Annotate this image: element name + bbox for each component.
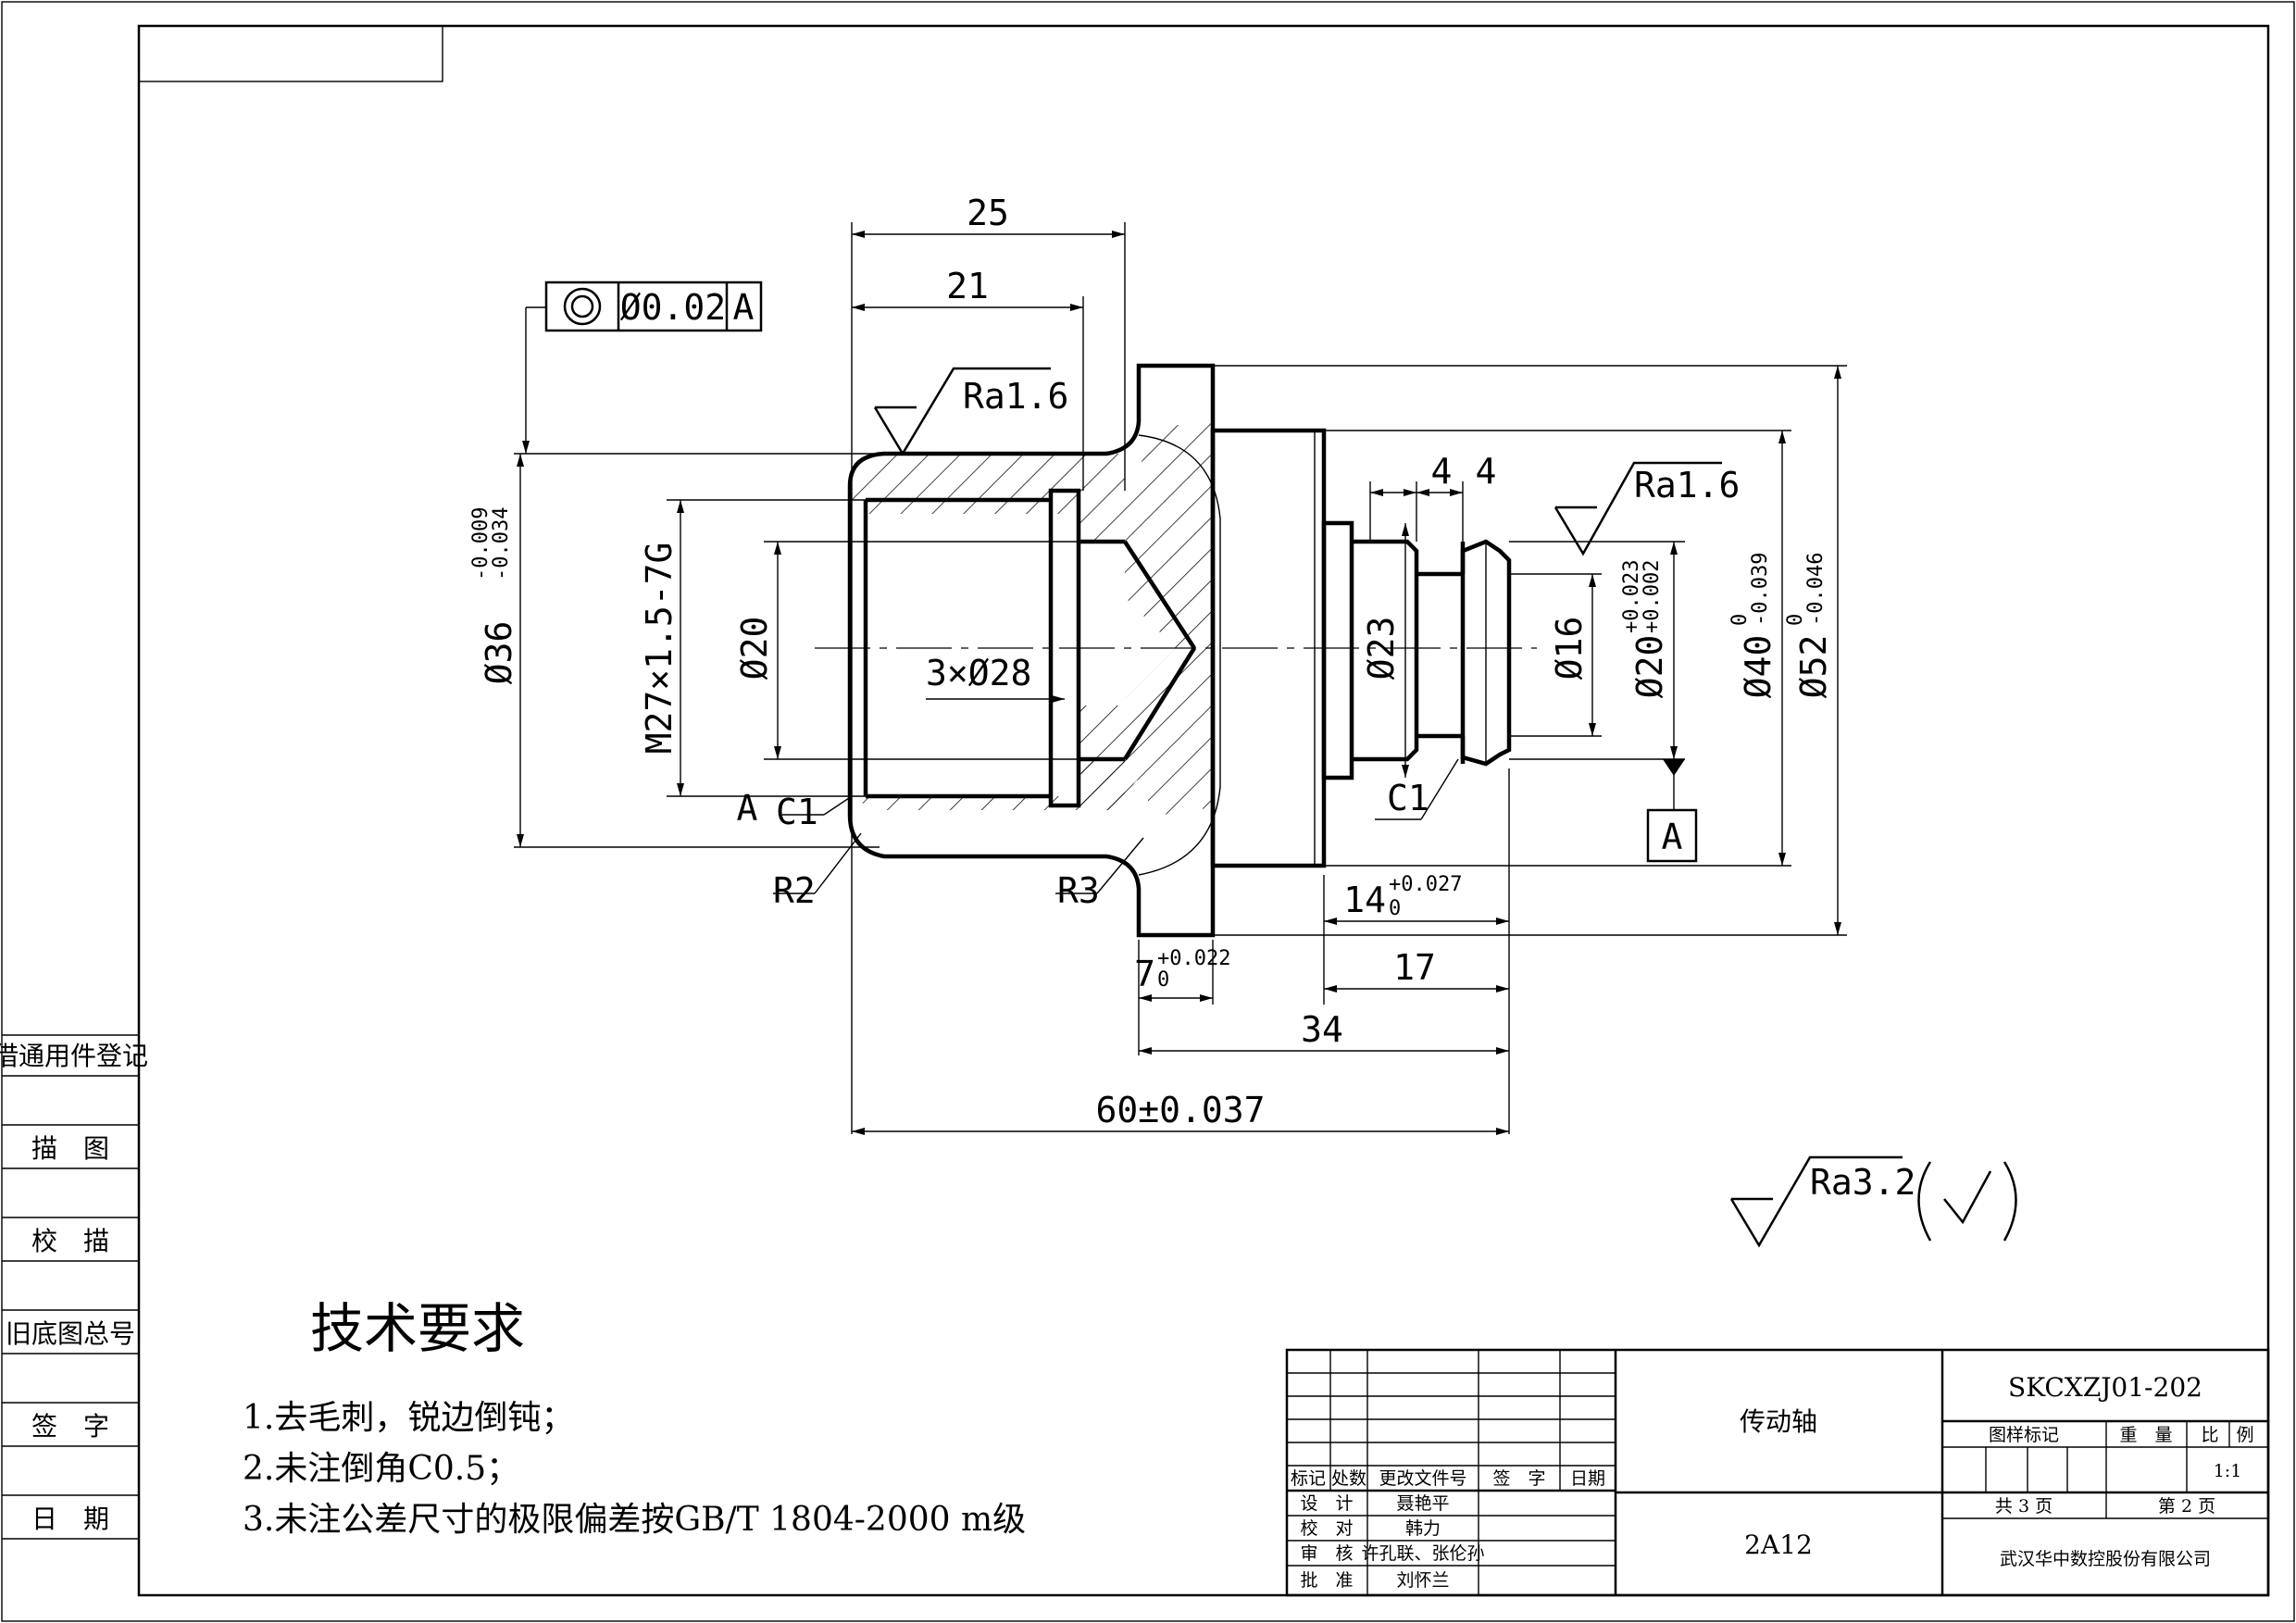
header-count: 处数	[1331, 1468, 1366, 1489]
dim-phi36-lower: -0.034	[490, 507, 513, 581]
dimension-texts: 25 21 4 4 17 34 60±0.037 14 +0.027 0 7 +…	[469, 193, 1915, 1203]
roughness-icon-right	[1554, 461, 1722, 556]
dim-34: 34	[1301, 1009, 1343, 1050]
role-approve: 批 准	[1300, 1570, 1353, 1591]
dim-phi20-bore: Ø20	[734, 617, 775, 680]
name-design: 聂艳平	[1396, 1493, 1449, 1514]
hatch-hub	[1079, 407, 1214, 829]
dim-17: 17	[1393, 947, 1436, 988]
side-panel: 借通用件登记 描 图 校 描 旧底图总号 签 字 日 期	[0, 1034, 148, 1540]
roughness-icon-left	[873, 367, 1051, 456]
side-label-date: 日 期	[31, 1504, 109, 1534]
tech-requirements: 技术要求 1.去毛刺，锐边倒钝； 2.未注倒角C0.5； 3.未注公差尺寸的极限…	[243, 1297, 1026, 1539]
tolerance-frame	[544, 281, 763, 332]
dim-phi23: Ø23	[1361, 617, 1402, 680]
dim-phi20: Ø20	[1629, 635, 1670, 699]
roughness-general: Ra3.2	[1810, 1162, 1915, 1203]
col-drawing-mark: 图样标记	[1989, 1425, 2059, 1445]
dim-thread: M27×1.5-7G	[639, 543, 680, 755]
header-change-doc: 更改文件号	[1379, 1468, 1466, 1489]
roughness-check-icon	[1943, 1170, 1992, 1225]
name-approve: 刘怀兰	[1396, 1570, 1449, 1591]
role-proofread: 校 对	[1300, 1518, 1353, 1539]
side-label-signature: 签 字	[31, 1411, 109, 1442]
side-label-check: 校 描	[31, 1226, 109, 1256]
shaft-end	[1460, 539, 1512, 767]
total-pages: 共 3 页	[1995, 1496, 2053, 1517]
col-weight: 重 量	[2119, 1425, 2172, 1445]
name-review: 许孔联、张伦孙	[1361, 1543, 1484, 1564]
scale-value: 1:1	[2214, 1461, 2242, 1481]
dim-phi40: Ø40	[1738, 635, 1778, 699]
tech-item-3: 3.未注公差尺寸的极限偏差按GB/T 1804-2000 m级	[243, 1501, 1026, 1539]
page-number: 第 2 页	[2158, 1496, 2215, 1517]
header-signature: 签 字	[1492, 1468, 1545, 1489]
dim-phi40-upper: 0	[1728, 614, 1752, 626]
dim-4b: 4	[1476, 451, 1497, 492]
side-label-trace: 描 图	[31, 1133, 109, 1164]
shaft-d20	[1352, 539, 1419, 762]
dim-14: 14	[1343, 880, 1386, 920]
dim-phi16: Ø16	[1549, 617, 1590, 680]
label-r2: R2	[773, 870, 816, 911]
dim-phi20-lower: +0.002	[1641, 560, 1664, 633]
title-block: 标记 处数 更改文件号 签 字 日期 设 计 聂艳平 校 对 韩力 审 核 许孔…	[1285, 1348, 2270, 1597]
datum-triangle	[1663, 759, 1685, 776]
part-name: 传动轴	[1740, 1406, 1817, 1437]
roughness-right: Ra1.6	[1634, 465, 1740, 506]
dim-25: 25	[967, 193, 1009, 233]
dim-7: 7	[1134, 954, 1155, 994]
part-section	[815, 363, 1537, 938]
header-mark: 标记	[1291, 1468, 1326, 1489]
dim-thread-relief: 3×Ø28	[926, 653, 1031, 693]
material: 2A12	[1744, 1529, 1813, 1560]
header-date: 日期	[1570, 1468, 1605, 1489]
top-left-corner-box	[138, 25, 443, 82]
dim-phi36-upper: -0.009	[469, 507, 493, 581]
dim-60: 60±0.037	[1095, 1090, 1265, 1130]
dim-phi20-upper: +0.023	[1620, 560, 1643, 633]
dim-21: 21	[946, 266, 989, 306]
tech-item-2: 2.未注倒角C0.5；	[243, 1450, 519, 1488]
label-c1-left: C1	[776, 792, 818, 832]
role-design: 设 计	[1300, 1493, 1353, 1514]
dim-phi52-lower: -0.046	[1804, 553, 1828, 626]
dim-phi36: Ø36	[479, 621, 519, 685]
dim-14-upper: +0.027	[1389, 873, 1462, 896]
role-review: 审 核	[1300, 1543, 1353, 1564]
tech-item-1: 1.去毛刺，锐边倒钝；	[243, 1399, 574, 1437]
dim-7-upper: +0.022	[1157, 947, 1230, 970]
part-left-outline	[847, 363, 1216, 938]
dim-phi40-lower: -0.039	[1749, 553, 1772, 626]
dim-phi52-upper: 0	[1784, 614, 1807, 626]
concentricity-icon	[563, 287, 602, 326]
dim-14-lower: 0	[1389, 897, 1401, 920]
dimension-lines	[514, 222, 2017, 1248]
label-r3: R3	[1057, 870, 1100, 911]
roughness-icon-general	[1729, 1155, 1903, 1248]
dim-phi52: Ø52	[1793, 635, 1834, 699]
side-label-register: 借通用件登记	[0, 1041, 148, 1071]
company-name: 武汉华中数控股份有限公司	[2000, 1549, 2211, 1569]
drawing-number: SKCXZJ01-202	[2008, 1372, 2202, 1403]
tolerance-value: Ø0.02	[620, 287, 726, 328]
datum-a-label: A	[1662, 817, 1683, 857]
dim-7-lower: 0	[1157, 968, 1169, 992]
shaft-d23	[1321, 520, 1354, 780]
tolerance-datum: A	[733, 287, 755, 328]
datum-box	[1646, 808, 1698, 863]
dim-4a: 4	[1431, 451, 1453, 492]
side-label-old-number: 旧底图总号	[6, 1318, 135, 1349]
label-c1-right: C1	[1387, 778, 1429, 818]
name-proofread: 韩力	[1405, 1518, 1441, 1539]
roughness-left: Ra1.6	[963, 376, 1068, 417]
col-scale: 比 例	[2201, 1425, 2253, 1445]
datum-label: A	[737, 788, 758, 829]
tech-title: 技术要求	[310, 1297, 525, 1360]
